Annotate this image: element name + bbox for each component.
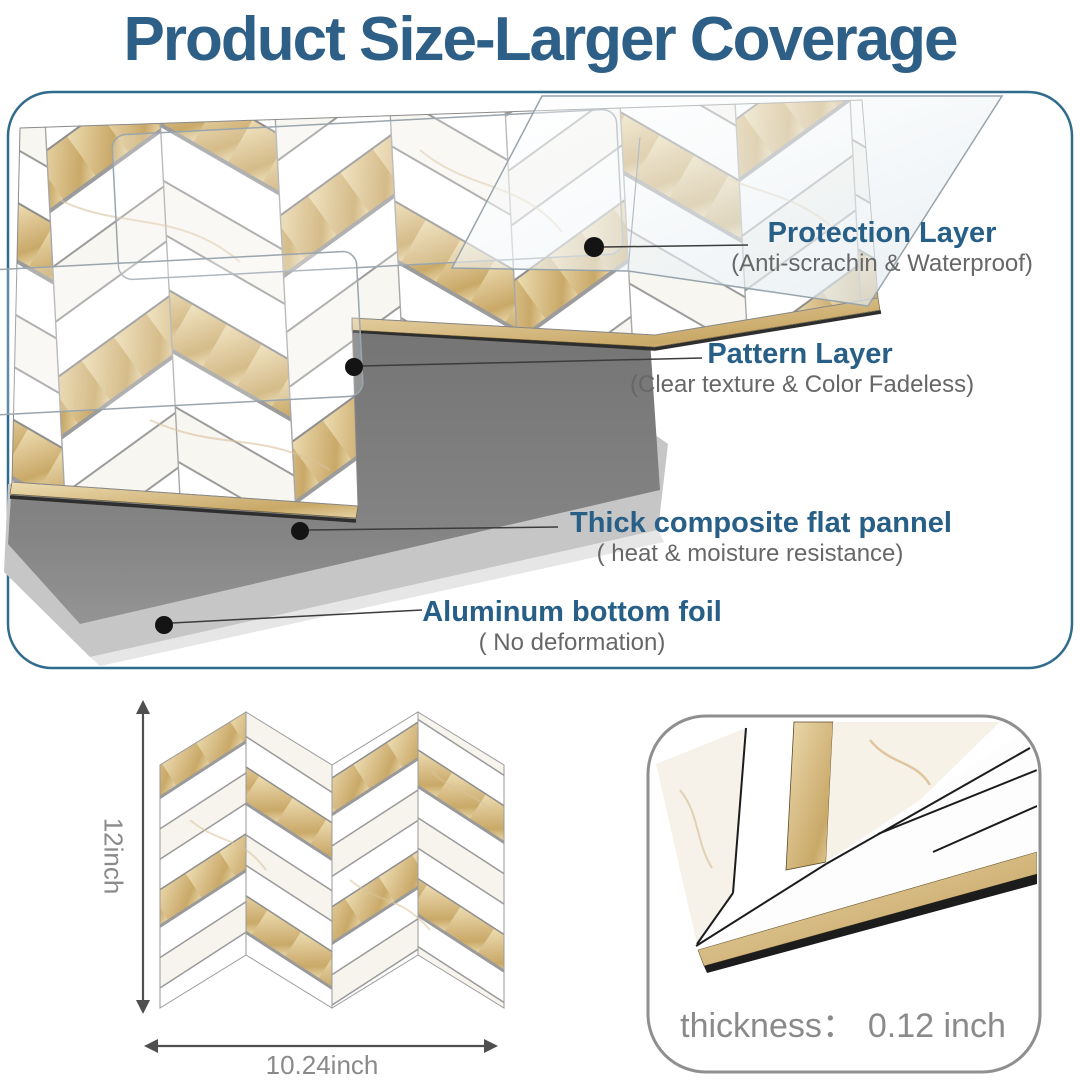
annotation-pattern: Pattern Layer (Clear texture & Color Fad… (630, 338, 975, 399)
diagram-border (6, 90, 1074, 670)
callout-dots (155, 237, 604, 634)
closeup-panel (646, 714, 1042, 1074)
height-dimension-label: 12inch (98, 817, 129, 895)
tile-edge-shadow (351, 310, 882, 351)
page-title: Product Size-Larger Coverage (123, 5, 959, 74)
annotation-foil-subtitle: ( No deformation) (478, 629, 666, 657)
annotation-protection: Protection Layer (Anti-scrachin & Waterp… (712, 218, 1052, 277)
callout-dot-pattern (345, 358, 363, 376)
tile-edge-shadow-bottom (9, 495, 357, 523)
callout-line-panel (307, 526, 559, 531)
annotation-foil: Aluminum bottom foil ( No deformation) (392, 597, 752, 656)
thickness-text: thickness： 0.12 inch (680, 998, 1006, 1047)
dimension-arrow (136, 700, 150, 714)
dimension-lines (136, 700, 498, 1053)
closeup-graphic (651, 719, 1037, 1069)
sample-veins (189, 769, 496, 931)
thickness-label: thickness： (680, 1007, 856, 1045)
composite-layer (8, 322, 660, 624)
annotation-protection-title: Protection Layer (767, 217, 997, 249)
width-dimension-label: 10.24inch (265, 1050, 379, 1080)
annotation-pattern-subtitle: (Clear texture & Color Fadeless) (630, 371, 975, 399)
callout-dot-foil (155, 616, 173, 634)
callout-line-pattern (361, 357, 703, 367)
dimension-arrow (144, 1039, 158, 1053)
sample-tile (159, 711, 505, 1009)
dimension-arrow (136, 1000, 150, 1014)
dimension-arrow (484, 1039, 498, 1053)
callout-dot-protection (584, 237, 604, 257)
closeup-border (646, 714, 1042, 1074)
annotation-pattern-title: Pattern Layer (707, 338, 893, 370)
annotation-panel: Thick composite flat pannel ( heat & moi… (570, 507, 952, 568)
annotation-protection-subtitle: (Anti-scrachin & Waterproof) (731, 250, 1033, 278)
callout-dot-panel (291, 522, 309, 540)
annotation-panel-subtitle: ( heat & moisture resistance) (596, 540, 904, 568)
annotation-foil-title: Aluminum bottom foil (422, 596, 722, 628)
thickness-value: 0.12 inch (867, 1007, 1006, 1045)
callout-line-foil (171, 609, 423, 624)
callout-line-protection (603, 244, 749, 248)
annotation-panel-title: Thick composite flat pannel (570, 507, 952, 539)
callout-lines (171, 244, 749, 624)
